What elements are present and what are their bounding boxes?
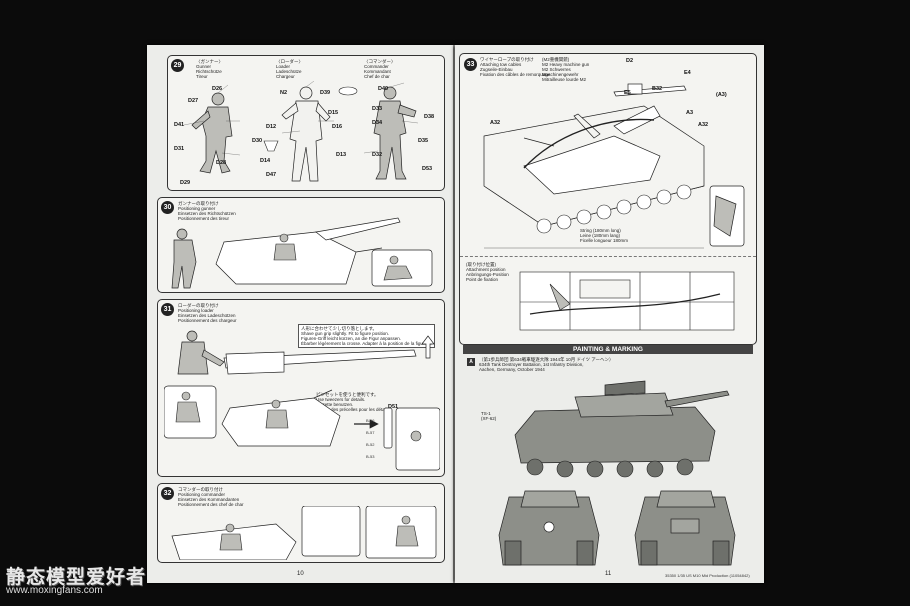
string-note: String (180mm long)Leine (180mm lang) Fi… — [580, 228, 629, 243]
right-page-number: 11 — [605, 571, 612, 577]
part-label: D34 — [372, 120, 383, 126]
part-label: D35 — [418, 138, 429, 144]
part-label: D38 — [424, 114, 435, 120]
shave-note: 人形に合わせて少し切り落とします。Shave gun grip slightly… — [298, 324, 435, 348]
part-label: D29 — [180, 180, 191, 186]
part-label: D28 — [216, 160, 227, 166]
step-31-illustration — [164, 330, 440, 471]
site-watermark: 静态模型爱好者 — [6, 566, 147, 588]
part-label: D14 — [260, 158, 271, 164]
footer-code: 35350 1/35 US M10 Mid Production (110548… — [665, 573, 750, 578]
part-label: D30 — [252, 138, 263, 144]
unit-caption: （第1歩兵師団 第634戦車駆逐大隊 1944年 10月 ドイツ アーヘン）63… — [479, 357, 614, 372]
part-label: D26 — [212, 86, 223, 92]
part-label: D2 — [626, 58, 634, 64]
step-32-illustration — [171, 506, 437, 560]
scheme-a-marker: A — [467, 358, 475, 366]
part-label: B32 — [652, 86, 663, 92]
part-label: N2 — [280, 90, 288, 96]
left-page-number: 10 — [297, 571, 304, 577]
step-30-number: 30 — [161, 201, 174, 214]
part-label: D32 — [372, 152, 383, 158]
part-label: B-56 — [366, 418, 375, 423]
part-label: A3 — [686, 110, 694, 116]
step-33-number: 33 — [464, 58, 477, 71]
part-label: D40 — [378, 86, 389, 92]
part-label: B-52 — [366, 442, 375, 447]
mg-caption: (M2重機関銃)M2 Heavy machine gun M2 Schwerre… — [542, 57, 590, 82]
part-label: D27 — [188, 98, 199, 104]
painting-illustration — [498, 380, 736, 566]
part-label: D39 — [320, 90, 331, 96]
part-label: D51 — [388, 404, 399, 410]
part-label: D15 — [328, 110, 339, 116]
divider — [460, 256, 756, 257]
step-29-number: 29 — [171, 59, 184, 72]
attachment-illustration — [519, 271, 735, 331]
part-label: B-57 — [366, 430, 375, 435]
part-label: D13 — [336, 152, 347, 158]
part-label: D53 — [422, 166, 433, 172]
part-label: B-53 — [366, 454, 375, 459]
figures-illustration — [183, 81, 419, 182]
part-label: A32 — [490, 120, 501, 126]
step-32-number: 32 — [161, 487, 174, 500]
site-watermark-url: www.moxingfans.com — [6, 585, 103, 596]
ts-label: TS-1(XF-62) — [481, 411, 497, 421]
part-label: D41 — [174, 122, 185, 128]
step-30-illustration — [171, 217, 433, 289]
step-31-number: 31 — [161, 303, 174, 316]
part-label: E5 — [624, 90, 631, 96]
part-label: E4 — [684, 70, 691, 76]
part-label: A32 — [698, 122, 709, 128]
part-label: (A3) — [716, 92, 727, 98]
attachment-caption: (取り付け位置)Attachment position Anbringungs-… — [466, 262, 509, 282]
part-label: D31 — [174, 146, 185, 152]
part-label: D47 — [266, 172, 277, 178]
part-label: D16 — [332, 124, 343, 130]
part-label: D12 — [266, 124, 277, 130]
tank-destroyer-illustration — [483, 83, 745, 249]
tweezers-note: ピンセットを使うと便利です。Use tweezers for details. … — [316, 392, 391, 412]
booklet-gutter — [452, 45, 456, 583]
part-label: D33 — [372, 106, 383, 112]
painting-marking-header: PAINTING & MARKING — [463, 345, 753, 354]
